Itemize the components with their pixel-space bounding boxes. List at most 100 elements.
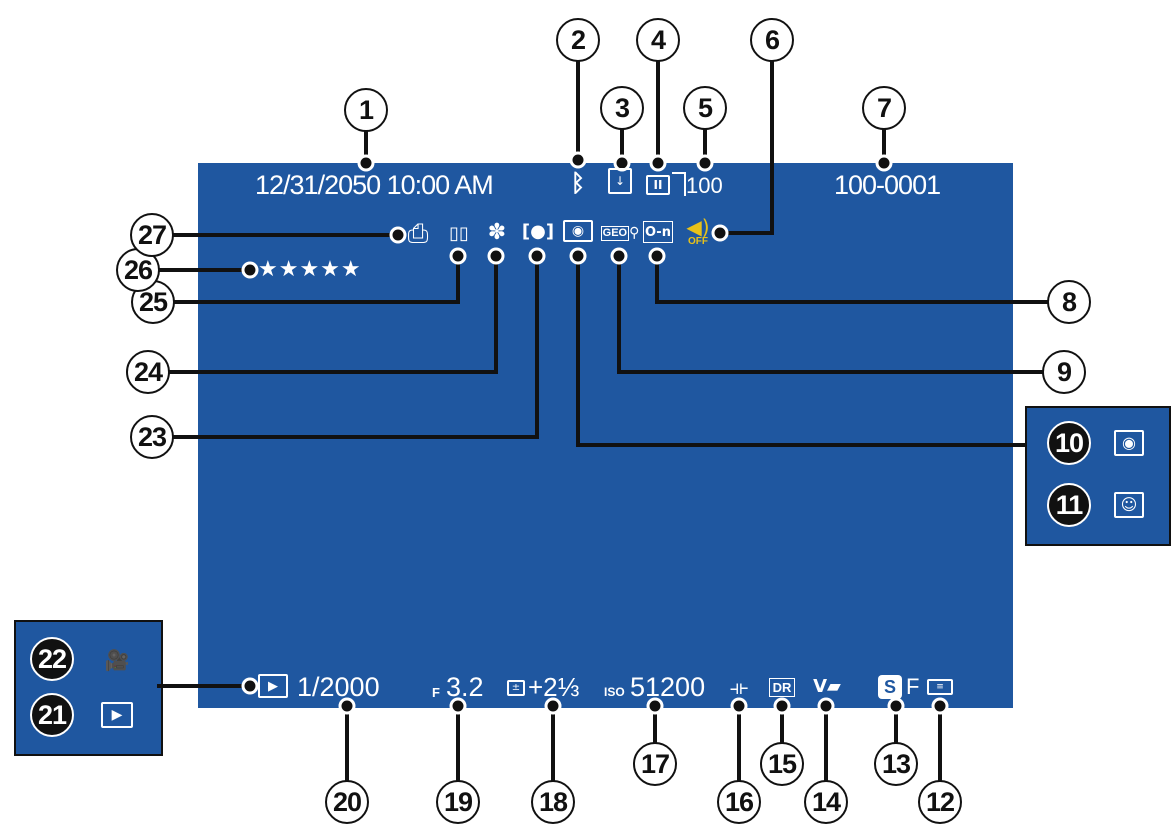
red-eye-removal-icon: ◉ xyxy=(1114,430,1144,456)
callout-number: 12 xyxy=(925,786,955,817)
callout-number: 15 xyxy=(767,748,797,779)
sound-off-label: OFF xyxy=(688,236,708,247)
callout-number: 22 xyxy=(37,643,67,674)
pin-icon: ⚲ xyxy=(629,225,640,241)
callout-1: 1 xyxy=(344,88,388,132)
callout-circle xyxy=(1042,350,1086,394)
aperture-label: 3.2 xyxy=(446,672,484,702)
callout-22: 22 xyxy=(30,637,74,681)
callout-23: 23 xyxy=(130,415,174,459)
sound-off-icon: ◀) OFF xyxy=(680,214,716,250)
callout-circle xyxy=(760,742,804,786)
print-order-icon: ⎙ xyxy=(407,219,429,249)
callout-13: 13 xyxy=(874,742,918,786)
callout-number: 1 xyxy=(358,94,374,125)
gift-icon: ✽ xyxy=(487,220,507,245)
callout-number: 26 xyxy=(123,254,153,285)
callout-number: 11 xyxy=(1055,489,1084,520)
callout-number: 21 xyxy=(37,699,67,730)
exposure-comp-label: +2⅓ xyxy=(528,672,580,702)
frame-number-label: 100-0001 xyxy=(834,170,941,200)
callout-circle xyxy=(130,415,174,459)
callout-number: 14 xyxy=(811,786,841,817)
callout-16: 16 xyxy=(717,780,761,824)
dynamic-range-icon: DR xyxy=(764,674,800,700)
image-quality-label: F xyxy=(906,674,920,699)
callout-number: 5 xyxy=(697,92,713,123)
callout-10: 10 xyxy=(1047,421,1091,465)
exposure-comp-icon: ± xyxy=(507,680,525,696)
playback-mode-icon: ▶ xyxy=(258,674,288,698)
callout-number: 8 xyxy=(1061,286,1077,317)
callout-24: 24 xyxy=(126,350,170,394)
callout-number: 6 xyxy=(764,24,780,55)
callout-circle xyxy=(1047,421,1091,465)
callout-circle xyxy=(30,637,74,681)
geo-label: GEO xyxy=(600,225,630,241)
iso-prefix: ISO xyxy=(604,685,625,699)
callout-number: 24 xyxy=(133,356,163,387)
red-eye-icon: ◉ xyxy=(563,220,593,242)
callout-number: 7 xyxy=(876,92,892,123)
callout-circle xyxy=(918,780,962,824)
retouched-icon: ☺ xyxy=(1114,492,1144,518)
callout-circle xyxy=(436,780,480,824)
date-time-label: 12/31/2050 10:00 AM xyxy=(255,170,494,200)
callout-4: 4 xyxy=(636,18,680,62)
file-count-label: 100 xyxy=(686,173,723,198)
callout-circle xyxy=(600,86,644,130)
callout-19: 19 xyxy=(436,780,480,824)
callout-circle xyxy=(750,18,794,62)
movie-icon: 🎥 xyxy=(104,648,130,672)
callout-number: 27 xyxy=(137,219,167,250)
aperture-prefix: F xyxy=(432,685,440,700)
callout-circle xyxy=(874,742,918,786)
photobook-icon: ▯▯ xyxy=(449,223,469,244)
callout-number: 13 xyxy=(881,748,911,779)
callout-2: 2 xyxy=(556,18,600,62)
image-transfer-icon: ↓ xyxy=(608,168,632,194)
callout-7: 7 xyxy=(862,86,906,130)
bluetooth-icon: ᛒ xyxy=(570,169,586,197)
callout-number: 20 xyxy=(332,786,362,817)
face-detection-icon: [●] xyxy=(521,221,555,242)
callout-circle xyxy=(636,18,680,62)
image-size-label: S xyxy=(883,677,896,697)
callout-number: 18 xyxy=(538,786,568,817)
callout-20: 20 xyxy=(325,780,369,824)
dynamic-range-label: DR xyxy=(768,677,796,697)
callout-number: 9 xyxy=(1056,356,1072,387)
callout-circle xyxy=(325,780,369,824)
callout-5: 5 xyxy=(683,86,727,130)
callout-9: 9 xyxy=(1042,350,1086,394)
callout-circle xyxy=(717,780,761,824)
raw-icon: ≡ xyxy=(927,679,953,695)
callout-number: 4 xyxy=(650,24,666,55)
callout-circle xyxy=(126,350,170,394)
callout-12: 12 xyxy=(918,780,962,824)
callout-number: 25 xyxy=(138,286,168,317)
callout-circle xyxy=(804,780,848,824)
callout-27: 27 xyxy=(130,213,174,257)
callout-circle xyxy=(344,88,388,132)
callout-circle xyxy=(683,86,727,130)
callout-number: 23 xyxy=(137,421,167,452)
callout-8: 8 xyxy=(1047,280,1091,324)
callout-6: 6 xyxy=(750,18,794,62)
inset-playback-mode-panel xyxy=(14,620,163,756)
card-indicator-icon xyxy=(672,172,686,196)
callout-11: 11 xyxy=(1047,483,1091,527)
rating-stars: ★★★★★ xyxy=(258,257,362,282)
shutter-speed-label: 1/2000 xyxy=(297,672,380,702)
image-size-icon: S xyxy=(878,675,902,699)
protect-icon: O-n xyxy=(643,221,673,243)
callout-17: 17 xyxy=(633,742,677,786)
callout-number: 17 xyxy=(640,748,670,779)
callout-circle xyxy=(633,742,677,786)
card-slot-icon: II xyxy=(646,175,670,195)
callout-15: 15 xyxy=(760,742,804,786)
callout-circle xyxy=(531,780,575,824)
inset-red-eye-panel xyxy=(1025,406,1171,546)
callout-number: 3 xyxy=(614,92,630,123)
